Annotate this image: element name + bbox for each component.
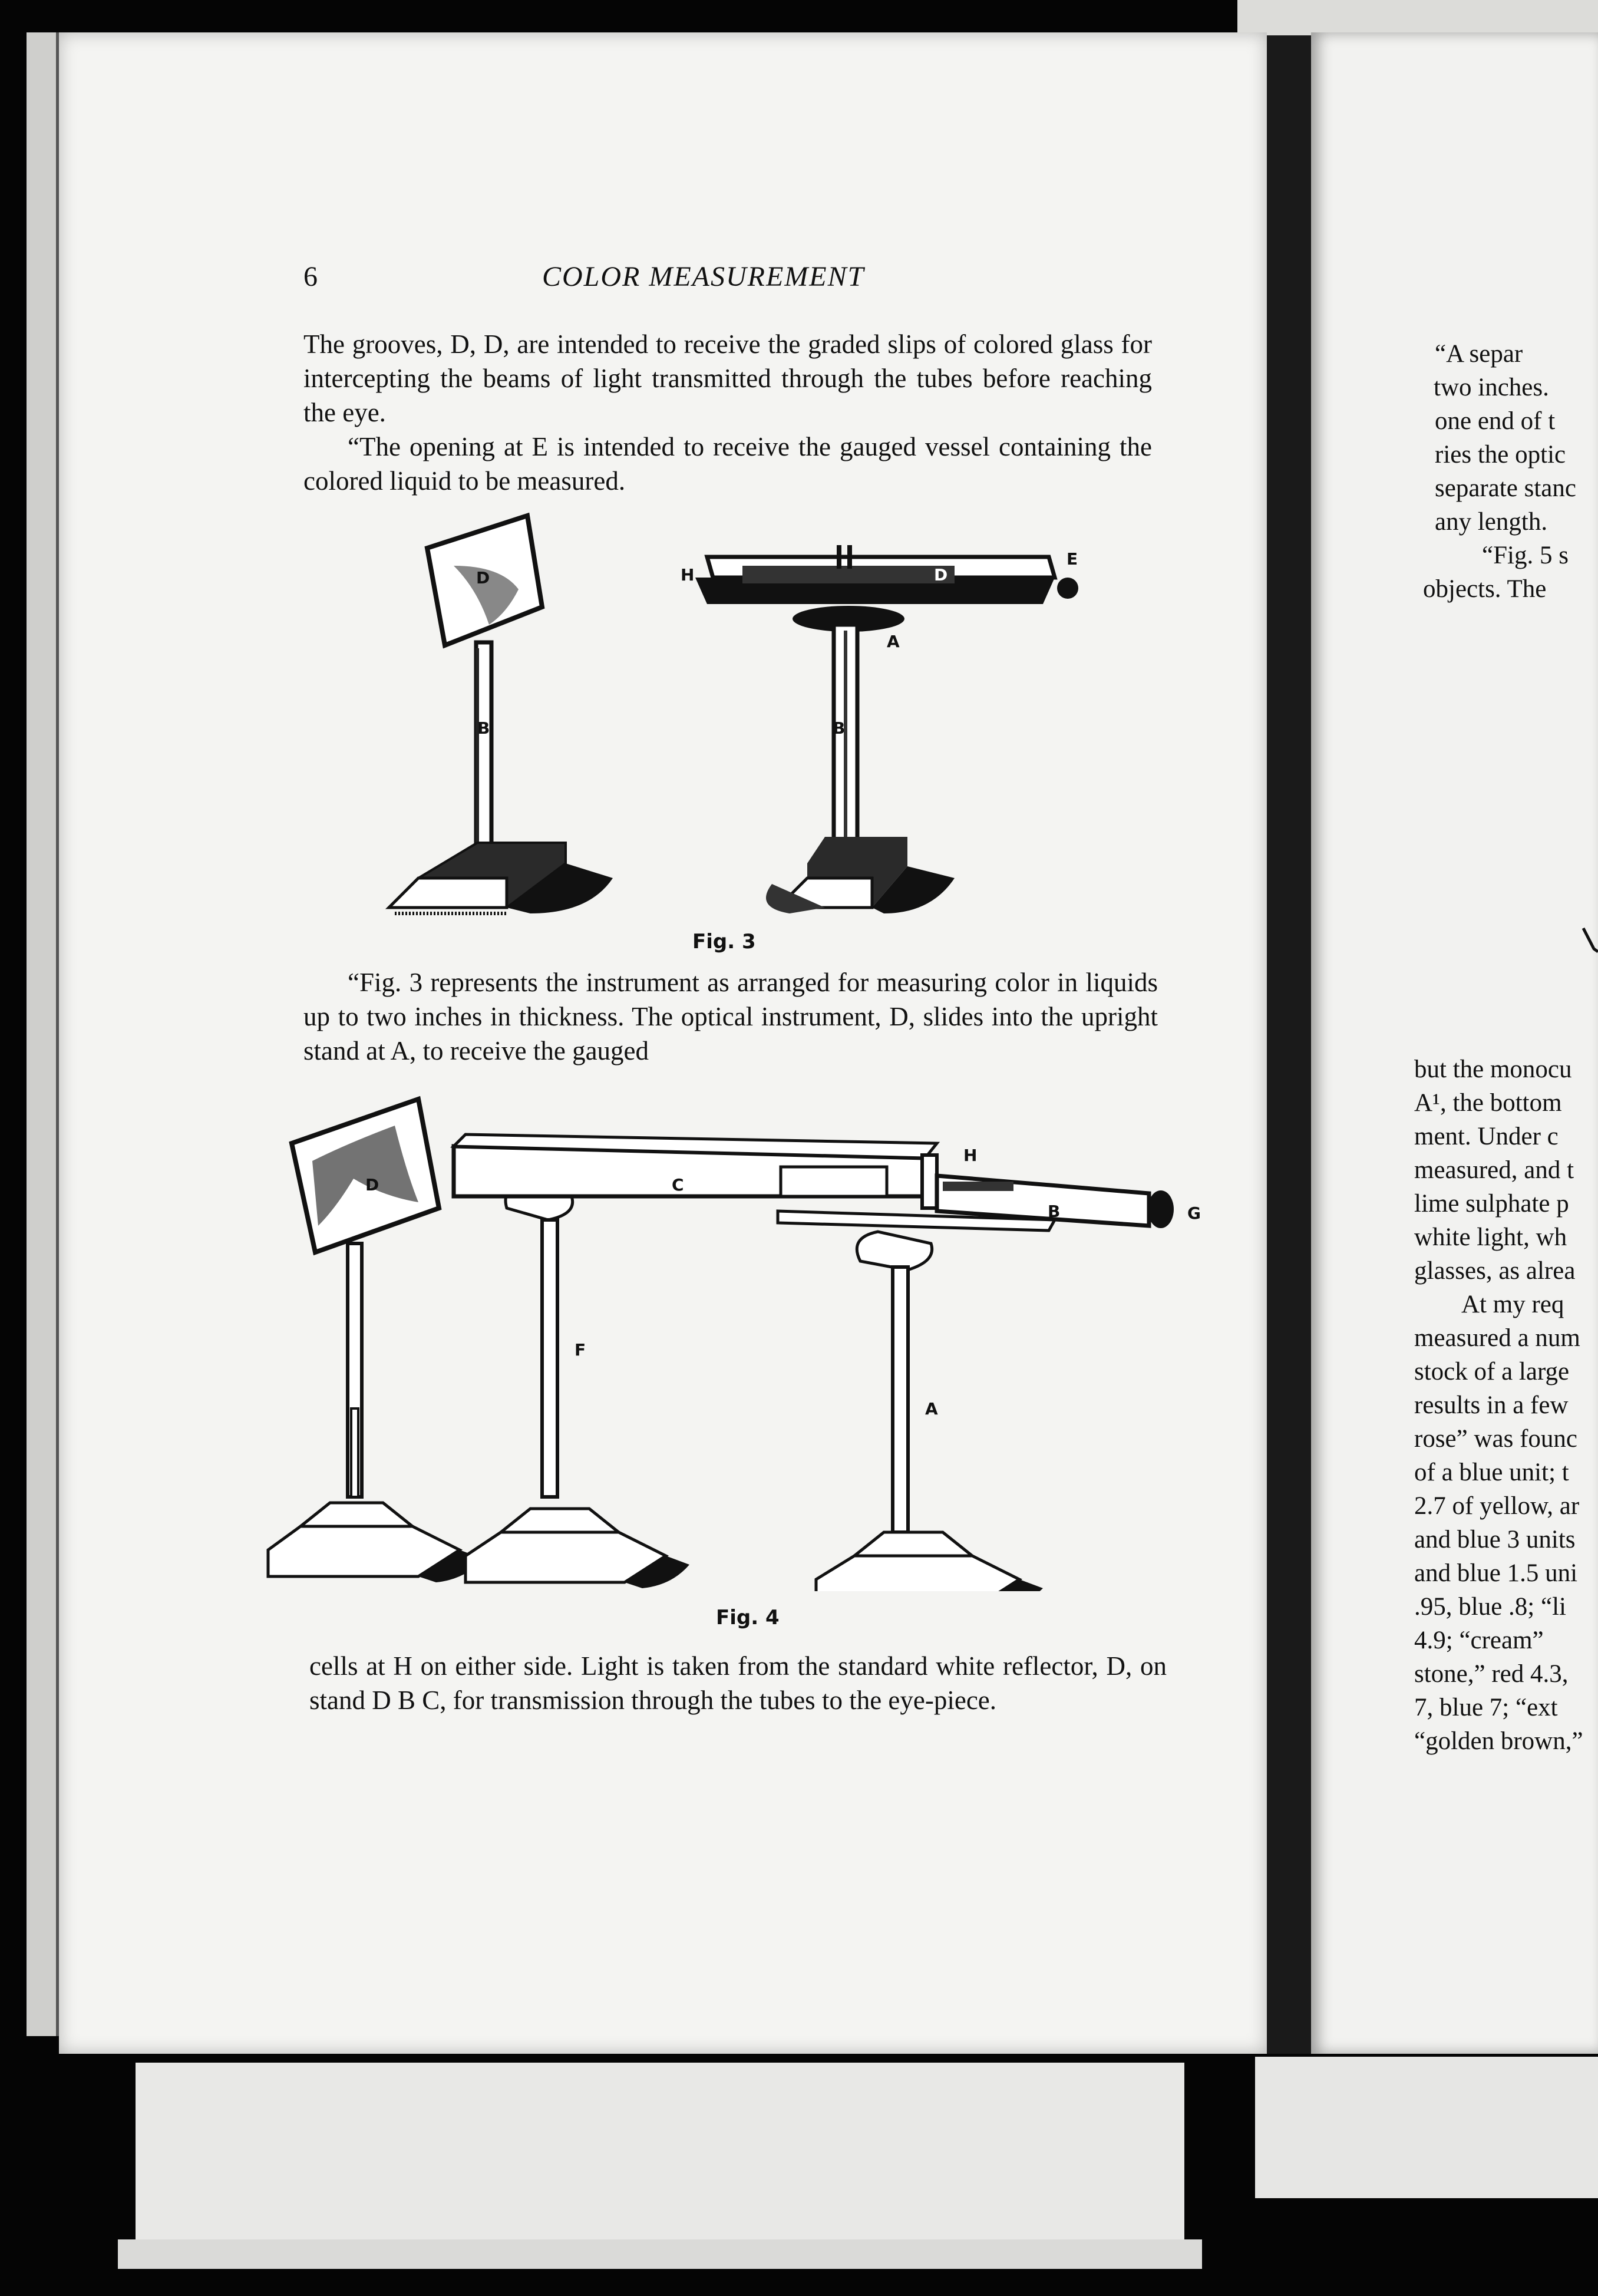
right-line: results in a few: [1414, 1391, 1569, 1419]
fig3-label-e: E: [1067, 549, 1078, 569]
paragraph-fig3-description: “Fig. 3 represents the instrument as arr…: [303, 968, 1158, 1065]
right-line: one end of t: [1435, 407, 1556, 435]
text-block-top: The grooves, D, D, are intended to recei…: [303, 327, 1152, 498]
fig3-label-d2: D: [934, 565, 947, 585]
right-line: “Fig. 5 s: [1482, 542, 1569, 569]
right-line: two inches.: [1434, 374, 1549, 401]
fig4-label-h: H: [963, 1146, 977, 1165]
fig3-caption: Fig. 3: [692, 930, 756, 954]
fig4-stand-f: [464, 1183, 689, 1588]
fig4-label-f: F: [575, 1340, 586, 1360]
right-line: ment. Under c: [1414, 1123, 1559, 1150]
text-block-bottom: cells at H on either side. Light is take…: [309, 1649, 1167, 1717]
right-line: measured, and t: [1414, 1156, 1574, 1184]
right-page-text-bottom: but the monocu A¹, the bottom ment. Unde…: [1414, 1053, 1583, 1758]
fig4-label-a: A: [925, 1399, 938, 1418]
fig4-reflector-stand: [266, 1096, 483, 1582]
left-page: [59, 32, 1267, 2054]
right-line: separate stanc: [1435, 474, 1576, 502]
fig4-tube-b: [776, 1173, 1174, 1232]
right-line: “golden brown,”: [1414, 1727, 1583, 1755]
right-line: lime sulphate p: [1414, 1190, 1569, 1218]
right-line: At my req: [1461, 1291, 1564, 1318]
figure-3: D B H D E A B C: [385, 512, 1078, 915]
right-line: measured a num: [1414, 1324, 1580, 1352]
right-line: of a blue unit; t: [1414, 1459, 1569, 1486]
right-line: ries the optic: [1435, 441, 1566, 469]
figure-4: D C H B G F A: [266, 1096, 1201, 1591]
paragraph-fig4-description: cells at H on either side. Light is take…: [309, 1651, 1167, 1715]
text-block-middle: “Fig. 3 represents the instrument as arr…: [303, 965, 1158, 1068]
fig4-label-c: C: [672, 1175, 684, 1195]
fig3-instrument-stand: [695, 545, 1078, 913]
fig3-label-b: B: [477, 718, 490, 738]
right-line: rose” was founc: [1414, 1425, 1578, 1453]
fig4-label-g: G: [1187, 1203, 1201, 1223]
page-number: 6: [303, 261, 318, 292]
right-line: 2.7 of yellow, ar: [1414, 1492, 1580, 1520]
fig3-label-a: A: [887, 632, 900, 651]
fig3-labels: D B H D E A B C: [476, 549, 1078, 897]
fig3-label-c: C: [832, 878, 844, 897]
right-page-figure-fragment: [1582, 927, 1598, 954]
right-line: stock of a large: [1414, 1358, 1570, 1385]
fig3-reflector-stand: [385, 512, 613, 915]
fig4-stand-a: [814, 1230, 1043, 1591]
fig3-label-d: D: [476, 568, 490, 588]
fig3-label-h: H: [681, 565, 694, 585]
right-line: “A separ: [1435, 340, 1523, 368]
right-line: 7, blue 7; “ext: [1414, 1694, 1558, 1721]
right-line: glasses, as alrea: [1414, 1257, 1576, 1285]
fig3-label-b2: B: [833, 718, 845, 738]
right-line: any length.: [1435, 508, 1548, 536]
right-line: white light, wh: [1414, 1223, 1567, 1251]
right-line: but the monocu: [1414, 1055, 1572, 1083]
right-line: .95, blue .8; “li: [1414, 1593, 1566, 1621]
right-line: 4.9; “cream”: [1414, 1627, 1544, 1654]
running-title: COLOR MEASUREMENT: [542, 261, 865, 292]
right-page: [1311, 32, 1598, 2054]
paragraph-grooves: The grooves, D, D, are intended to recei…: [303, 329, 1152, 427]
fig4-tube-c: [450, 1133, 940, 1210]
fig4-caption: Fig. 4: [716, 1606, 780, 1629]
paragraph-opening: “The opening at E is intended to receive…: [303, 432, 1152, 496]
right-line: A¹, the bottom: [1414, 1089, 1562, 1117]
right-line: objects. The: [1423, 575, 1547, 603]
fig4-label-b: B: [1048, 1202, 1060, 1221]
right-line: and blue 3 units: [1414, 1526, 1576, 1553]
fig4-label-d: D: [365, 1175, 379, 1195]
fig4-labels: D C H B G F A: [365, 1146, 1201, 1418]
right-line: stone,” red 4.3,: [1414, 1660, 1569, 1688]
right-line: and blue 1.5 uni: [1414, 1559, 1578, 1587]
right-page-text-top: “A separ two inches. one end of t ries t…: [1423, 337, 1576, 606]
